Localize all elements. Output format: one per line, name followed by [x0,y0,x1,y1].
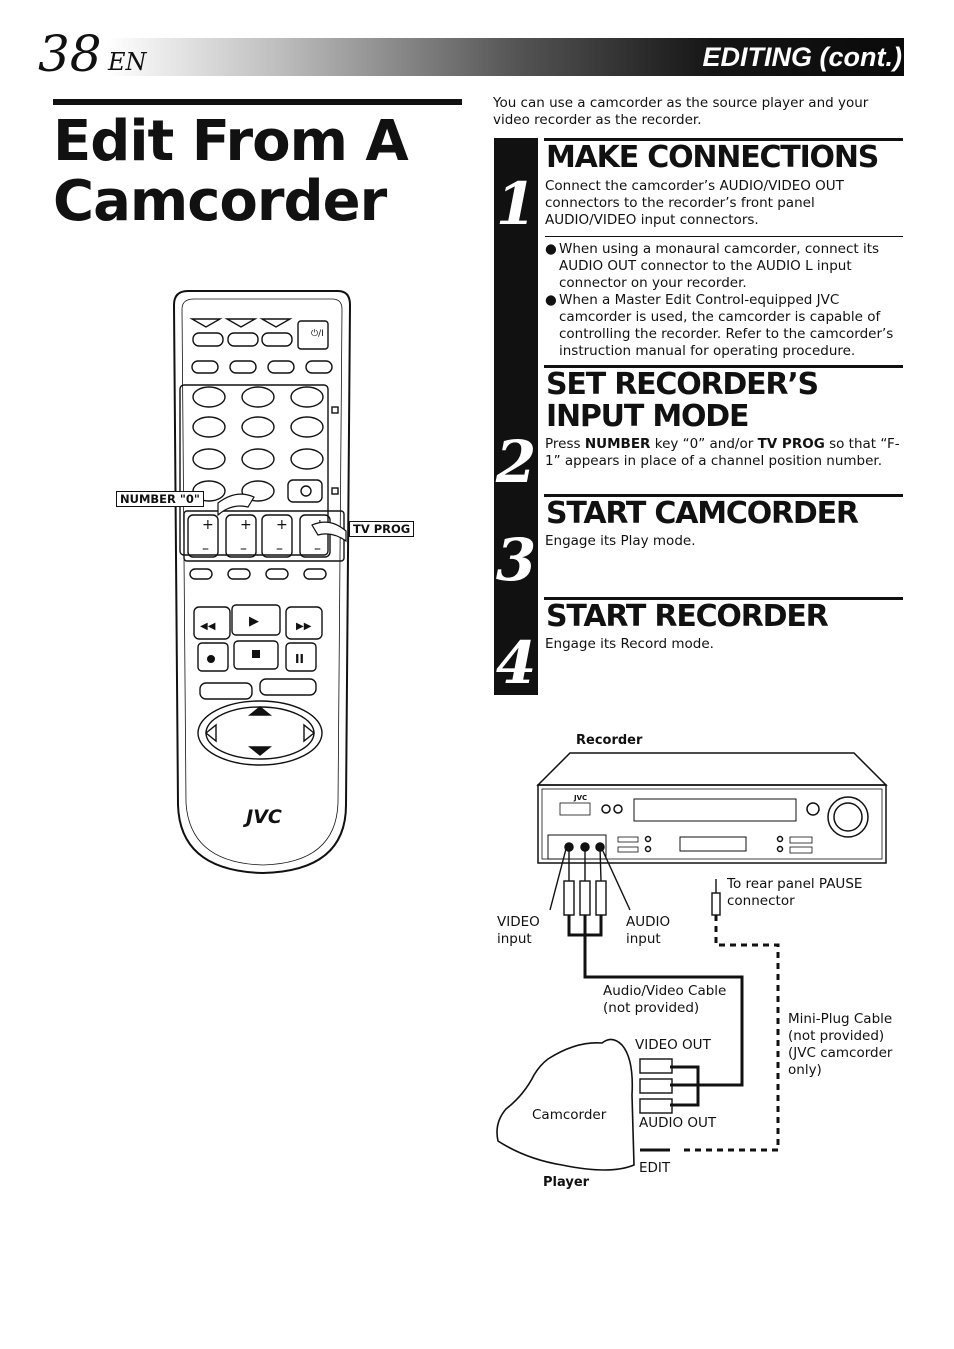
svg-text:◀◀: ◀◀ [200,621,216,632]
step-number: 4 [495,629,537,697]
svg-text:–: – [202,541,209,557]
list-item: ●When a Master Edit Control-equipped JVC… [545,292,894,359]
svg-text:–: – [314,541,321,557]
section-label: EDITING (cont.) [702,42,902,72]
step-rule [544,597,903,600]
list-item: ●When using a monaural camcorder, connec… [545,241,880,291]
player-label: Player [543,1175,590,1190]
step-bullets: ●When using a monaural camcorder, connec… [545,241,903,360]
step-number: 3 [495,526,537,594]
svg-text:▶: ▶ [249,614,259,629]
step-text: Engage its Play mode. [545,533,696,549]
step-heading: SET RECORDER’S INPUT MODE [546,367,819,434]
remote-brand-logo: JVC [242,806,282,828]
connection-diagram: JVC [496,752,888,1171]
number-0-callout: NUMBER "0" [116,491,204,507]
title-rule [53,99,462,105]
step-divider [545,236,903,237]
page-language: EN [108,48,147,76]
page-title: Edit From A Camcorder [53,109,409,234]
av-cable-label: Audio/Video Cable(not provided) [603,983,727,1016]
camcorder-illustration [496,1038,635,1171]
svg-text:⏻/I: ⏻/I [311,328,324,339]
remote-control-illustration: +– +– +– +– ▶ II ◀◀▶▶ ⏻/I JVC [172,290,352,875]
step-text: Engage its Record mode. [545,636,714,652]
step-heading: START CAMCORDER [546,496,859,531]
svg-text:+: + [240,517,252,533]
step-heading: MAKE CONNECTIONS [546,140,879,175]
header-bar [38,38,904,76]
recorder-illustration [536,752,888,864]
recorder-label: Recorder [576,733,643,748]
mini-plug-cable-label: Mini-Plug Cable(not provided)(JVC camcor… [788,1011,893,1078]
video-out-label: VIDEO OUT [635,1037,711,1053]
svg-text:–: – [276,541,283,557]
svg-text:–: – [240,541,247,557]
edit-label: EDIT [639,1160,671,1176]
page-number: 38 [38,25,102,83]
steps-bar [494,138,538,695]
step-text: Press NUMBER key “0” and/or TV PROG so t… [545,436,900,469]
step-rule [544,365,903,368]
camcorder-label: Camcorder [532,1107,607,1123]
rca-plugs-input [549,846,631,916]
step-number: 2 [495,428,537,496]
svg-text:+: + [202,517,214,533]
step-rule [544,138,903,141]
tv-prog-callout: TV PROG [349,521,415,537]
step-number: 1 [495,170,537,238]
step-text: Connect the camcorder’s AUDIO/VIDEO OUT … [545,178,844,228]
camcorder-plugs [639,1058,673,1152]
mini-plug [711,879,721,916]
audio-out-label: AUDIO OUT [639,1115,717,1131]
intro-text: You can use a camcorder as the source pl… [493,95,869,128]
step-heading: START RECORDER [546,599,829,634]
svg-text:▶▶: ▶▶ [296,621,312,632]
svg-text:+: + [276,517,288,533]
recorder-brand: JVC [573,794,587,802]
step-rule [544,494,903,497]
svg-text:II: II [295,652,304,666]
